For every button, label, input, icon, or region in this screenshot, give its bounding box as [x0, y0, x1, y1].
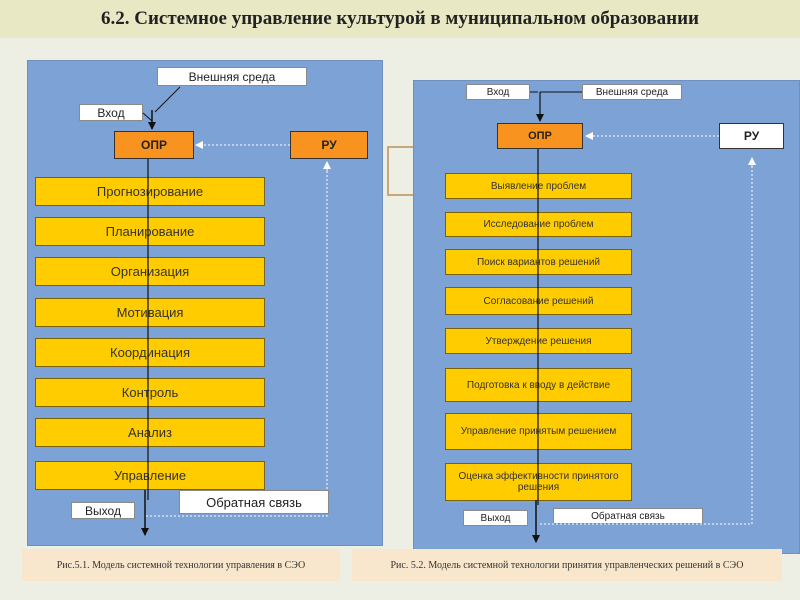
right-step-item: Исследование проблем: [445, 212, 632, 237]
right-step-item: Оценка эффективности принятого решения: [445, 463, 632, 501]
right-step-item: Утверждение решения: [445, 328, 632, 354]
page-title: 6.2. Системное управление культурой в му…: [0, 0, 800, 38]
right-external-environment-box: Внешняя среда: [582, 84, 682, 100]
left-step-item: Анализ: [35, 418, 265, 447]
left-step-item: Контроль: [35, 378, 265, 407]
right-step-item: Выявление проблем: [445, 173, 632, 199]
left-opr-box: ОПР: [114, 131, 194, 159]
right-input-box: Вход: [466, 84, 530, 100]
right-output-box: Выход: [463, 510, 528, 526]
left-step-item: Планирование: [35, 217, 265, 246]
left-output-box: Выход: [71, 502, 135, 519]
left-step-item: Организация: [35, 257, 265, 286]
left-ru-box: РУ: [290, 131, 368, 159]
left-step-item: Прогнозирование: [35, 177, 265, 206]
left-step-item: Мотивация: [35, 298, 265, 327]
right-step-item: Согласование решений: [445, 287, 632, 315]
left-step-item: Управление: [35, 461, 265, 490]
right-opr-box: ОПР: [497, 123, 583, 149]
right-ru-box: РУ: [719, 123, 784, 149]
right-step-item: Поиск вариантов решений: [445, 249, 632, 275]
panel-connector-bracket: [387, 146, 417, 196]
left-figure-caption: Рис.5.1. Модель системной технологии упр…: [22, 549, 340, 581]
left-step-item: Координация: [35, 338, 265, 367]
right-figure-caption: Рис. 5.2. Модель системной технологии пр…: [352, 549, 782, 581]
right-feedback-box: Обратная связь: [553, 508, 703, 524]
right-step-item: Подготовка к вводу в действие: [445, 368, 632, 402]
left-feedback-box: Обратная связь: [179, 490, 329, 514]
right-step-item: Управление принятым решением: [445, 413, 632, 450]
left-input-box: Вход: [79, 104, 143, 121]
left-external-environment-box: Внешняя среда: [157, 67, 307, 86]
